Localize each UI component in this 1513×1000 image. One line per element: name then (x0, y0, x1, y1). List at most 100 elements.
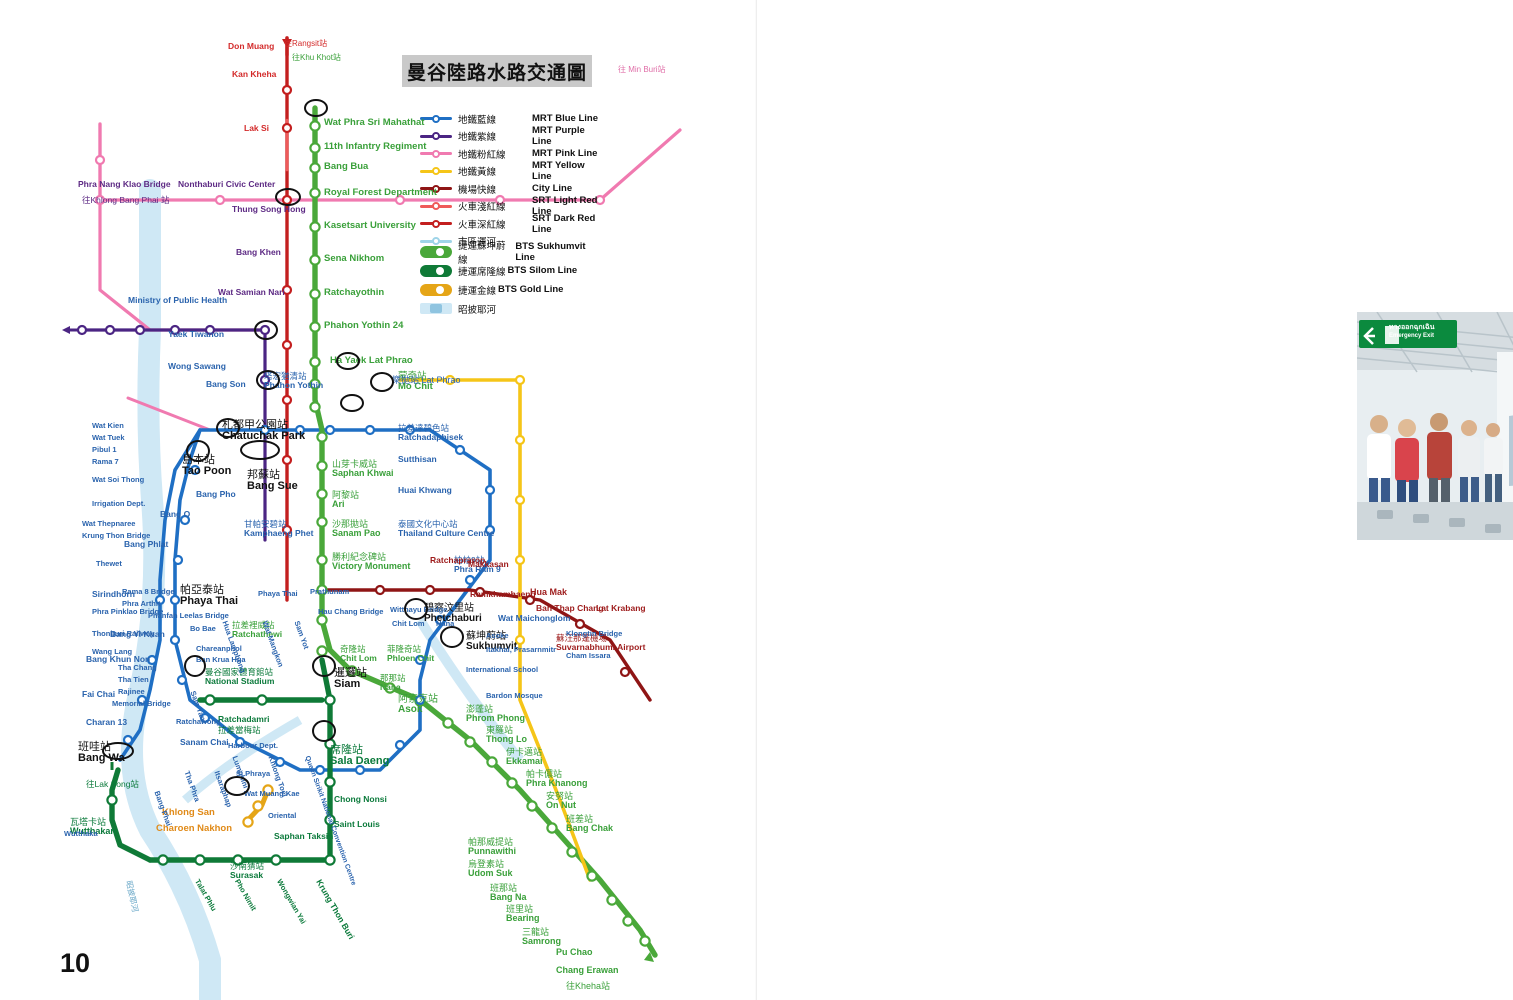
bts-platform-photo: ทางออกฉุกเฉิน Emergency Exit (1357, 312, 1513, 540)
station-label-bo-bae: Bo Bae (190, 624, 216, 633)
terminus-label-min-buri: 往 Min Buri站 (618, 65, 666, 74)
station-label-sathorn: Saphan Taksin (274, 831, 334, 841)
station-label-krung-thon-bridge: Krung Thon Bridge (82, 531, 151, 540)
station-label-yaek-tiwanon: Yaek Tiwanon (168, 329, 225, 339)
station-label-royal-forest-department: Royal Forest Department (324, 187, 437, 198)
bts-sukhumvit-swatch-icon (420, 245, 452, 258)
station-label-bardon-mosque: Bardon Mosque (486, 691, 543, 700)
station-label-sena-nikhom: Sena Nikhom (324, 253, 385, 264)
interchange-ring-tao-poon (186, 440, 210, 462)
legend-label-cn: 機場快線 (458, 184, 497, 196)
map-legend-bts: 捷運蘇坤蔚線 BTS Sukhumvit Line 捷運席隆線 BTS Silo… (420, 241, 605, 318)
legend-label-cn: 火車淺紅線 (458, 202, 506, 214)
interchange-ring-siam-2 (312, 655, 336, 677)
legend-row: 捷運席隆線 BTS Silom Line (420, 261, 605, 280)
legend-label-cn: 捷運席隆線 (458, 266, 506, 278)
station-label-itakhai-prasarnmitr: Itakhai, Prasarnmitr (486, 645, 557, 654)
station-label-wat-maichonglom: Wat Maichonglom (498, 613, 571, 623)
interchange-ring-nonthaburi (254, 320, 278, 340)
station-label-wat-samian-nari: Wat Samian Nari (218, 287, 285, 297)
legend-row: 捷運蘇坤蔚線 BTS Sukhumvit Line (420, 241, 605, 266)
legend-label-cn: 捷運蘇坤蔚線 (458, 240, 506, 266)
chao-phraya-river-swatch-icon (420, 303, 452, 314)
terminus-label-khu-khot: 往Khu Khot站 (292, 53, 341, 62)
legend-row: 地鐵粉紅線 MRT Pink Line (420, 145, 600, 163)
interchange-ring-sala-daeng (312, 720, 336, 742)
mrt-purple-line-swatch-icon (420, 131, 452, 142)
interchange-ring-wat-phra-sri (304, 99, 328, 117)
legend-label-en: City Line (532, 183, 573, 195)
station-label-kan-kheha: Kan Kheha (232, 69, 277, 79)
srt-dark-red-line-swatch-icon (420, 218, 452, 229)
station-label-chong-nonsi: Chong Nonsi (334, 794, 387, 804)
emergency-exit-sign-label-th: ทางออกฉุกเฉิน (1389, 324, 1435, 331)
station-label-nana-pier: Nana (436, 619, 455, 628)
legend-label-en: BTS Silom Line (507, 265, 578, 276)
station-label-thung-song-hong: Thung Song Hong (232, 204, 306, 214)
legend-label-en: MRT Pink Line (532, 148, 598, 160)
station-label-bang-pho: Bang Pho (196, 489, 236, 499)
interchange-ring-lat-phrao (370, 372, 394, 392)
station-label-klongtin-bridge: Klongtin Bridge (566, 629, 623, 638)
station-label-ratchadamri: Ratchadamri (218, 714, 270, 724)
station-label-hua-mak: Hua Mak (530, 587, 568, 597)
legend-row: 地鐵藍線 MRT Blue Line (420, 110, 600, 128)
station-label-makkasan: Makkasan (468, 559, 509, 569)
station-label-ministry-of-public-health: Ministry of Public Health (128, 295, 228, 305)
interchange-ring-krung-thon-buri (224, 776, 250, 796)
station-label-phanfah-leelas-bridge: Phanfah Leelas Bridge (148, 611, 229, 620)
mrt-blue-line-swatch-icon (420, 113, 452, 124)
station-label-ha-yaek-lat-phrao: Ha Yaek Lat Phrao (330, 355, 413, 366)
station-label-prathunam: Prathunam (310, 587, 350, 596)
interchange-ring-phahon-yothin (256, 370, 280, 390)
legend-row: 火車淺紅線 SRT Light Red Line (420, 195, 600, 217)
page-left-transit-map: .ln { fill:none; stroke-linecap:round; s… (60, 36, 682, 1000)
map-title: 曼谷陸路水路交通圖 (402, 55, 592, 87)
legend-row: 地鐵紫線 MRT Purple Line (420, 125, 600, 147)
station-label-ban-thap-chang: Ban Thap Chang (536, 603, 604, 613)
station-label-irrigation-dept: Irrigation Dept. (92, 499, 146, 508)
station-label-pibul-1: Pibul 1 (92, 445, 117, 454)
interchange-ring-siam (184, 655, 206, 677)
station-label-wutthaka-pier: Wutthaka (64, 829, 98, 838)
legend-label-cn: 火車深紅線 (458, 219, 506, 231)
legend-row: 火車深紅線 SRT Dark Red Line (420, 213, 600, 235)
legend-row: 捷運金線 BTS Gold Line (420, 280, 605, 299)
interchange-ring-asok (440, 626, 464, 648)
terminus-label-khlong-bang-phai: 往Khlong Bang Phai 站 (82, 195, 170, 205)
terminus-label-rangsit: 往Rangsit站 (284, 39, 328, 48)
map-legend-lines: 地鐵藍線 MRT Blue Line 地鐵紫線 MRT Purple Line … (420, 110, 600, 250)
station-label-wat-phra-sri-mahathat: Wat Phra Sri Mahathat (324, 117, 425, 128)
station-label-bang-bua: Bang Bua (324, 161, 369, 172)
station-label-cham-issara: Cham Issara (566, 651, 611, 660)
station-label-bang-o: Bang O (160, 509, 191, 519)
legend-label-cn: 市區運河 (458, 237, 497, 249)
station-label-wat-soi-thong: Wat Soi Thong (92, 475, 145, 484)
legend-label-cn: 地鐵黃線 (458, 167, 497, 179)
station-label-phaya-thai-pier: Phaya Thai (258, 589, 298, 598)
legend-row: 機場快線 City Line (420, 180, 600, 198)
station-label-bang-khun-non: Bang Khun Non (86, 654, 151, 664)
